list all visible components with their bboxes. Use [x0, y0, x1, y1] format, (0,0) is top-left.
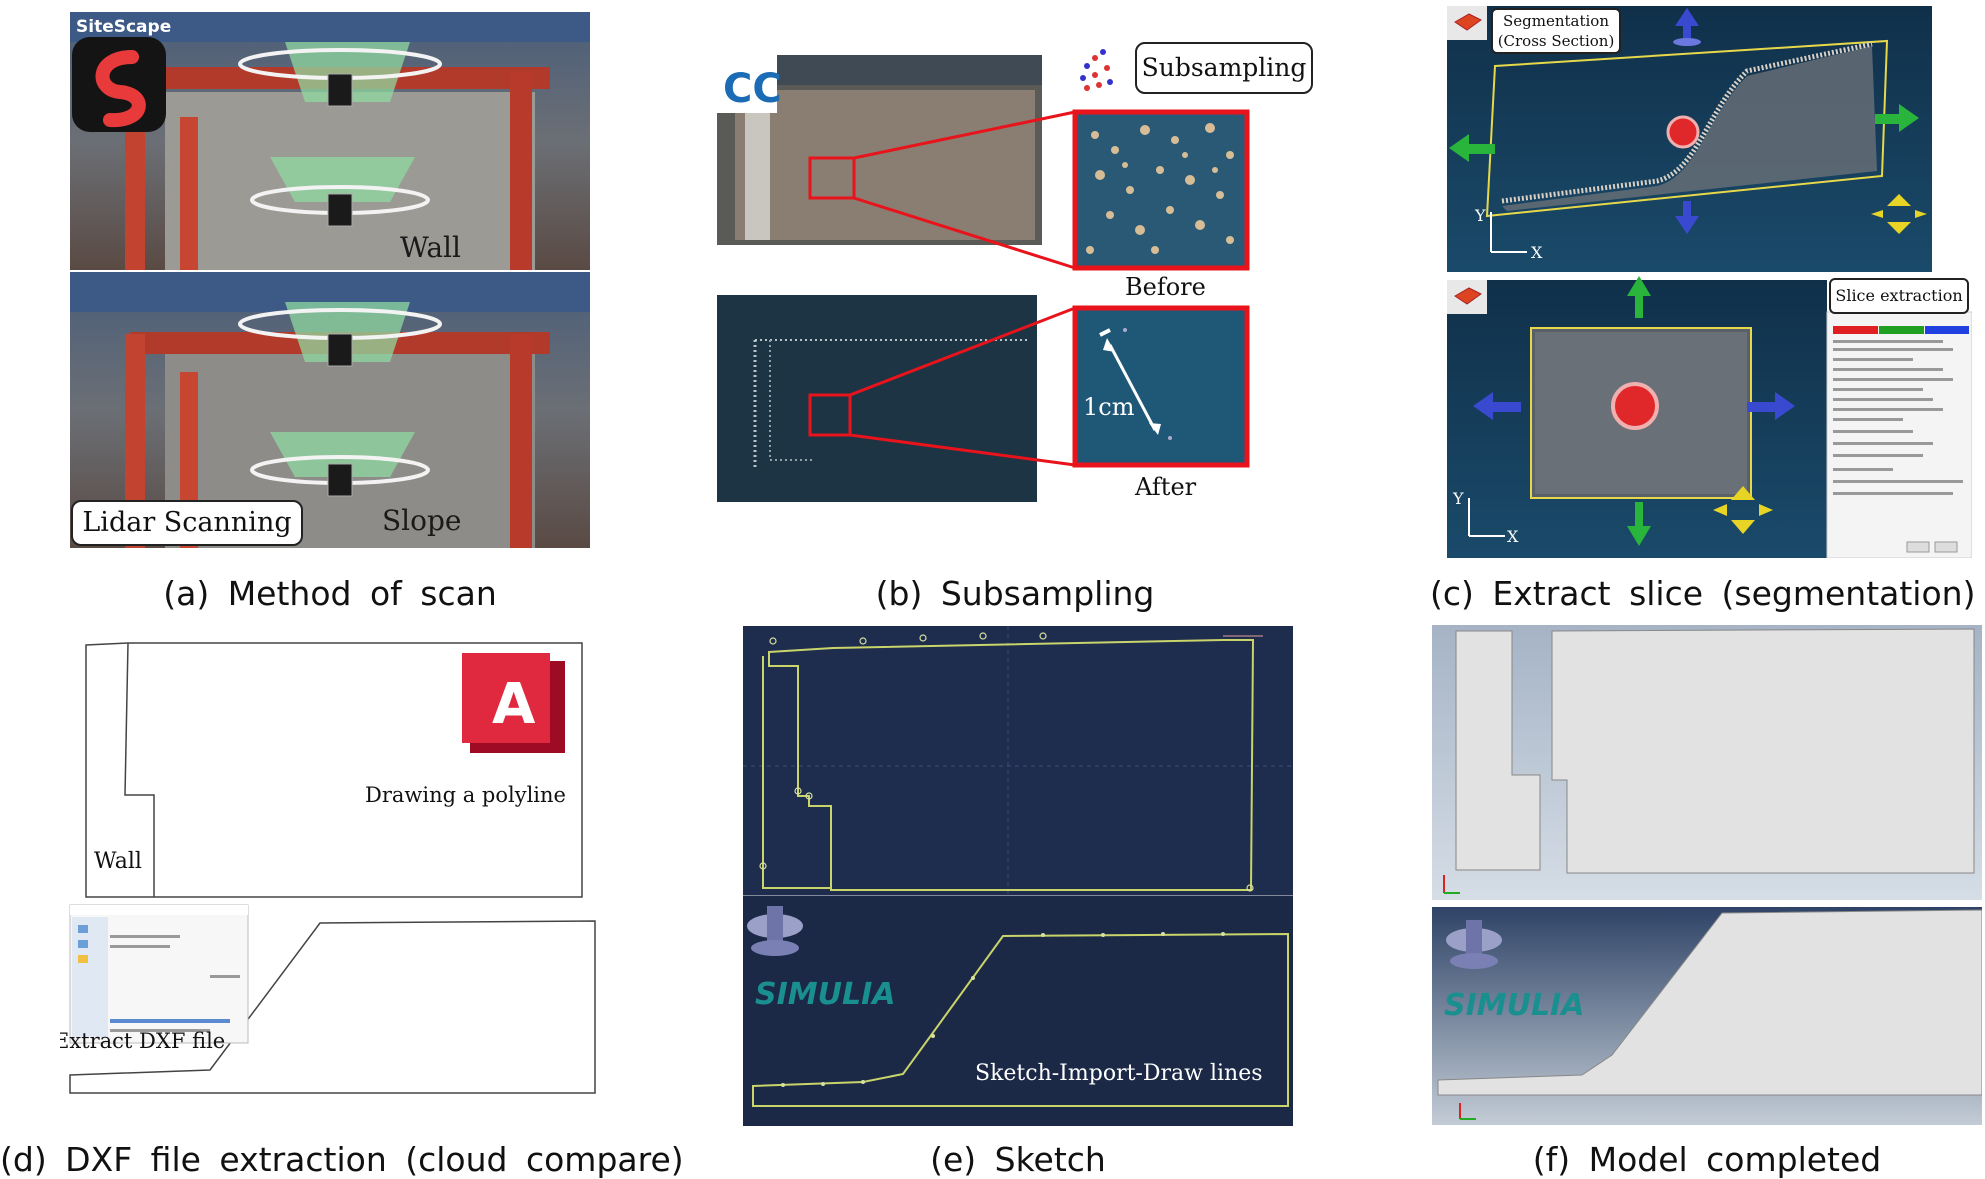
svg-text:Y: Y [1452, 489, 1464, 508]
svg-text:Y: Y [1474, 206, 1486, 225]
caption-b: (b) Subsampling [875, 574, 1155, 613]
sketch-figure: SIMULIA Sketch-Import-Draw lines [743, 626, 1293, 1126]
slice-extraction-box: Slice extraction [1829, 278, 1969, 314]
before-label: Before [1125, 273, 1206, 301]
panel-b-subsampling: CC Before [715, 40, 1315, 510]
polyline-drawing: Wall Drawing a polyline A Extract DXF fi… [60, 642, 596, 1094]
wall-label: Wall [400, 231, 461, 264]
wall-model [1455, 630, 1541, 871]
caption-e: (e) Sketch [930, 1140, 1106, 1179]
caption-c: (c) Extract slice (segmentation) [1430, 574, 1976, 613]
svg-text:X: X [1507, 527, 1519, 546]
subsampling-figure: CC Before [717, 49, 1250, 502]
simulia-logo [1446, 920, 1502, 969]
caption-d: (d) DXF file extraction (cloud compare) [0, 1140, 684, 1179]
panel-d-dxf-extraction: Wall Drawing a polyline A Extract DXF fi… [60, 635, 600, 1097]
lidar-scanning-box: Lidar Scanning [71, 500, 303, 546]
dxf-label: Extract DXF file [60, 1029, 225, 1053]
wall-label: Wall [94, 849, 142, 874]
svg-text:A: A [492, 672, 536, 737]
svg-text:X: X [1531, 243, 1543, 262]
simulia-text: SIMULIA [755, 977, 895, 1012]
file-dialog-screenshot [69, 904, 249, 1044]
panel-c-extract-slice: Y X Y X [1447, 6, 1972, 558]
simulia-text: SIMULIA [1444, 988, 1584, 1023]
subsampling-icon [1080, 49, 1113, 91]
sitescape-label: SiteScape [76, 17, 171, 37]
subsampling-box: Subsampling [1135, 42, 1313, 94]
soil-model [1551, 628, 1975, 874]
model-figure: SIMULIA [1432, 625, 1982, 1125]
after-label: After [1134, 473, 1197, 501]
svg-text:CC: CC [723, 66, 782, 112]
polyline-label: Drawing a polyline [365, 783, 566, 807]
slice-extraction-dialog [1826, 311, 1972, 558]
segmentation-box: Segmentation (Cross Section) [1491, 8, 1621, 54]
cloudcompare-logo [717, 55, 777, 113]
panel-f-model-completed: SIMULIA [1432, 625, 1982, 1125]
sketch-label: Sketch-Import-Draw lines [975, 1061, 1263, 1086]
caption-f: (f) Model completed [1532, 1140, 1882, 1179]
after-zoom [1072, 305, 1250, 468]
before-zoom [1072, 109, 1250, 271]
panel-e-sketch: SIMULIA Sketch-Import-Draw lines [743, 626, 1293, 1126]
panel-a-method-of-scan: SiteScape Wall Slope Lidar Scanning [70, 12, 590, 548]
distance-label: 1cm [1083, 393, 1135, 421]
caption-a: (a) Method of scan [163, 574, 497, 613]
slope-label: Slope [382, 504, 462, 537]
sketch-outline-bottom [752, 932, 1289, 1107]
lidar-scan-photos: SiteScape Wall Slope [70, 12, 590, 548]
simulia-logo [747, 906, 803, 956]
slope-model [1437, 909, 1982, 1096]
sketch-outline-top [768, 639, 1255, 891]
autocad-logo: A [462, 653, 565, 753]
